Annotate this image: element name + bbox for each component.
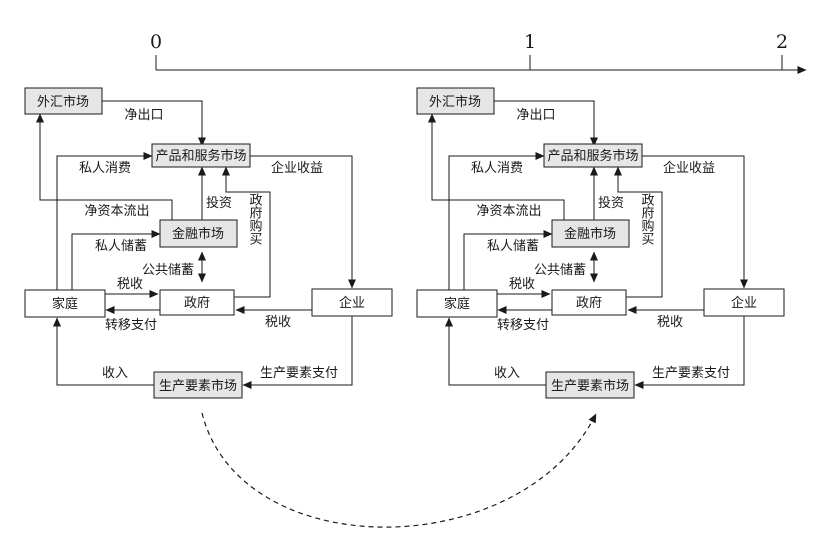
- financial-market-label: 金融市场: [172, 226, 224, 242]
- panel-period-1: 外汇市场 产品和服务市场 金融市场 家庭 政府 企业 生产要素市场 净出口 私人…: [416, 87, 785, 399]
- transfer-payment-label: 转移支付: [105, 318, 157, 333]
- flow-income: [53, 317, 154, 386]
- public-saving-label: 公共储蓄: [534, 263, 586, 278]
- flow-net-export: [102, 100, 206, 147]
- financial-market-label: 金融市场: [564, 226, 616, 242]
- private-saving-label: 私人储蓄: [95, 239, 147, 254]
- private-consumption-label: 私人消费: [471, 161, 523, 176]
- household-label: 家庭: [444, 296, 470, 312]
- financial-market-box: [551, 219, 630, 248]
- flow-labels: 净出口 私人消费 企业收益 投资 政府购买 净资本流出 私人储蓄 公共储蓄 税收…: [79, 108, 338, 381]
- flow-net-capital-outflow: [428, 113, 565, 230]
- timeline-label-1: 1: [524, 31, 536, 53]
- flow-net-export: [494, 100, 598, 147]
- factor-market-label: 生产要素市场: [551, 378, 629, 394]
- private-consumption-label: 私人消费: [79, 161, 131, 176]
- timeline: 0 1 2: [150, 31, 807, 74]
- flow-income: [445, 317, 546, 386]
- transfer-payment-label: 转移支付: [497, 318, 549, 333]
- flow-factor-payment: [634, 316, 745, 389]
- flow-private-saving: [71, 230, 161, 290]
- factor-payment-label: 生产要素支付: [652, 366, 730, 381]
- flow-private-saving: [463, 230, 553, 290]
- node-boxes: [24, 87, 393, 399]
- household-label: 家庭: [52, 296, 78, 312]
- government-box: [159, 289, 235, 316]
- government-box: [551, 289, 627, 316]
- forex-market-label: 外汇市场: [429, 94, 481, 110]
- goods-market-label: 产品和服务市场: [155, 148, 246, 164]
- node-labels: 外汇市场 产品和服务市场 金融市场 家庭 政府 企业 生产要素市场: [429, 94, 757, 394]
- flow-gov-purchase: [222, 166, 271, 298]
- public-saving-label: 公共储蓄: [142, 263, 194, 278]
- flow-net-capital-outflow: [36, 113, 173, 230]
- household-box: [416, 289, 498, 318]
- firm-revenue-label: 企业收益: [271, 160, 323, 176]
- firm-box: [703, 288, 785, 317]
- income-label: 收入: [494, 366, 520, 381]
- factor-market-box: [545, 371, 635, 399]
- net-export-label: 净出口: [516, 108, 555, 123]
- flow-lines: [428, 100, 748, 389]
- forex-market-box: [24, 87, 103, 115]
- flow-gov-purchase: [614, 166, 663, 298]
- goods-market-box: [151, 143, 251, 168]
- firm-label: 企业: [731, 295, 757, 311]
- flow-labels: 净出口 私人消费 企业收益 投资 政府购买 净资本流出 私人储蓄 公共储蓄 税收…: [471, 108, 730, 381]
- node-labels: 外汇市场 产品和服务市场 金融市场 家庭 政府 企业 生产要素市场: [37, 94, 365, 394]
- private-saving-label: 私人储蓄: [487, 239, 539, 254]
- net-capital-outflow-label: 净资本流出: [84, 204, 149, 219]
- income-label: 收入: [102, 366, 128, 381]
- forex-market-label: 外汇市场: [37, 94, 89, 110]
- goods-market-label: 产品和服务市场: [547, 148, 638, 164]
- panel-period-0: 外汇市场 产品和服务市场 金融市场 家庭 政府 企业 生产要素市场 净出口 私人…: [24, 87, 393, 399]
- period-transition-arrow: [201, 412, 597, 528]
- firm-revenue-label: 企业收益: [663, 160, 715, 176]
- factor-payment-label: 生产要素支付: [260, 366, 338, 381]
- node-boxes: [416, 87, 785, 399]
- goods-market-box: [543, 143, 643, 168]
- net-capital-outflow-label: 净资本流出: [476, 204, 541, 219]
- government-label: 政府: [184, 296, 210, 311]
- flow-firm-revenue: [642, 155, 748, 289]
- tax-firm-label: 税收: [265, 315, 291, 330]
- tax-firm-label: 税收: [657, 315, 683, 330]
- investment-label: 投资: [598, 195, 624, 211]
- tax-household-label: 税收: [509, 277, 535, 292]
- financial-market-box: [159, 219, 238, 248]
- factor-market-label: 生产要素市场: [159, 378, 237, 394]
- net-export-label: 净出口: [124, 108, 163, 123]
- factor-market-box: [153, 371, 243, 399]
- firm-label: 企业: [339, 295, 365, 311]
- gov-purchase-label: 政府购买: [639, 193, 655, 246]
- gov-purchase-label: 政府购买: [247, 193, 263, 246]
- forex-market-box: [416, 87, 495, 115]
- household-box: [24, 289, 106, 318]
- flow-private-consumption: [448, 152, 545, 290]
- tax-household-label: 税收: [117, 277, 143, 292]
- flow-private-consumption: [56, 152, 153, 290]
- investment-label: 投资: [206, 195, 232, 211]
- flow-lines: [36, 100, 356, 389]
- flow-factor-payment: [242, 316, 353, 389]
- timeline-label-2: 2: [776, 31, 788, 53]
- government-label: 政府: [576, 296, 602, 311]
- flow-firm-revenue: [250, 155, 356, 289]
- firm-box: [311, 288, 393, 317]
- timeline-label-0: 0: [150, 31, 162, 53]
